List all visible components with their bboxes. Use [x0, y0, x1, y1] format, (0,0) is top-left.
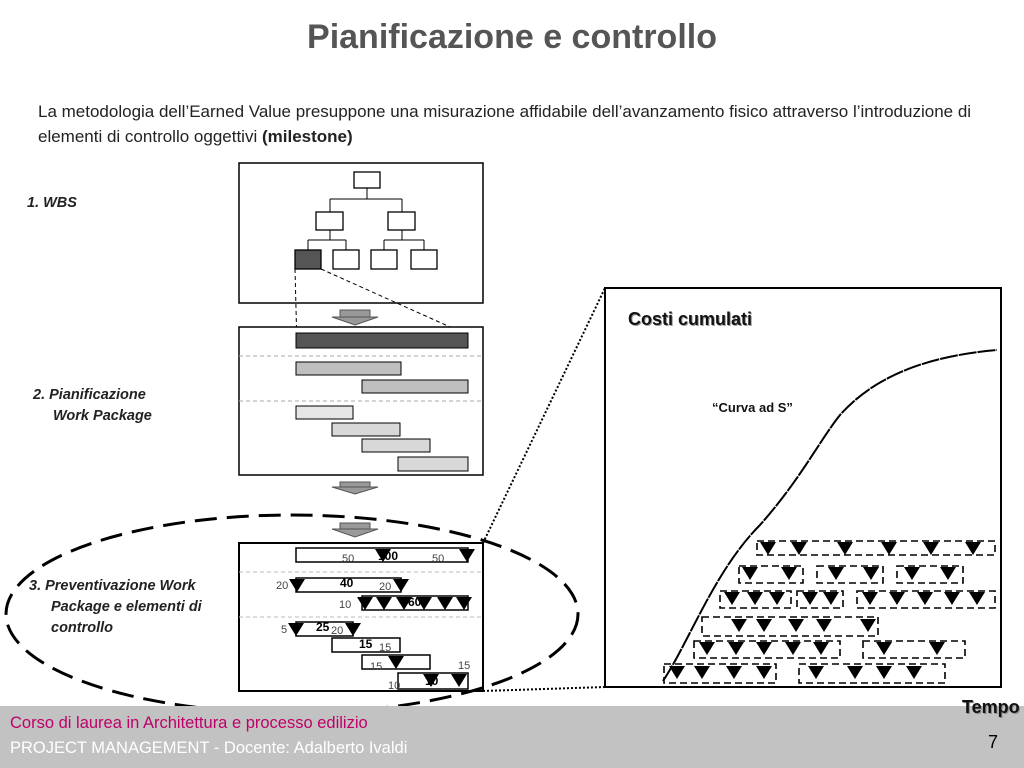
gantt-bar	[361, 438, 431, 453]
milestone-markers	[669, 542, 985, 679]
intro-paragraph: La metodologia dell’Earned Value presupp…	[38, 99, 998, 149]
wbs-leaf-node	[370, 249, 398, 270]
wbs-root-node	[353, 171, 381, 189]
gantt-box	[238, 326, 484, 476]
footer-course: Corso di laurea in Architettura e proces…	[10, 714, 368, 732]
budget-value: 10	[425, 674, 439, 688]
wbs-work-package-selected	[294, 249, 322, 270]
step-budget-label-3: controllo	[51, 620, 114, 636]
budget-value: 50	[432, 553, 444, 565]
budget-value: 100	[378, 549, 398, 563]
budget-value: 15	[379, 642, 391, 654]
gantt-bar	[331, 422, 401, 437]
flow-arrow-icon	[331, 481, 379, 495]
projection-line	[320, 268, 469, 336]
budget-value: 15	[359, 637, 373, 651]
budget-values: 50 100 50 20 40 20 10 60 5 25 20 15 15 1…	[276, 549, 470, 692]
budget-box: 50 100 50 20 40 20 10 60 5 25 20 15 15 1…	[238, 542, 484, 692]
gantt-bar	[397, 456, 469, 472]
milestone-markers	[288, 549, 475, 687]
footer-teacher: PROJECT MANAGEMENT - Docente: Adalberto …	[10, 739, 408, 757]
chart-y-label: Costi cumulati	[628, 309, 753, 329]
budget-value: 20	[331, 625, 343, 637]
s-curve-chart	[604, 287, 1002, 688]
budget-value: 5	[281, 624, 287, 636]
budget-value: 20	[276, 580, 288, 592]
gantt-bar	[361, 379, 469, 394]
gantt-summary-bar	[295, 332, 469, 349]
chart-x-label: Tempo	[962, 697, 1020, 717]
step-wbs-label: 1. WBS	[27, 195, 77, 211]
gantt-bar	[295, 405, 354, 420]
budget-value: 25	[316, 620, 330, 634]
budget-value: 20	[379, 581, 391, 593]
step-budget-label-1: 3. Preventivazione Work	[29, 578, 196, 594]
intro-text: La metodologia dell’Earned Value presupp…	[38, 102, 972, 146]
wbs-level2-node	[315, 211, 344, 231]
page-number: 7	[988, 732, 999, 752]
budget-value: 15	[458, 660, 470, 672]
zoom-connector	[482, 287, 606, 544]
budget-value: 10	[388, 680, 400, 692]
budget-value: 10	[339, 599, 351, 611]
gantt-bar	[295, 361, 402, 376]
wbs-box	[238, 162, 484, 304]
step-plan-label-2: Work Package	[53, 408, 152, 424]
flow-arrow-icon	[331, 522, 379, 538]
budget-value: 40	[340, 576, 354, 590]
zoom-connector	[482, 686, 606, 692]
s-curve-line	[662, 349, 998, 682]
budget-value: 50	[342, 553, 354, 565]
milestone-boxes	[663, 540, 996, 684]
budget-value: 15	[370, 661, 382, 673]
page-title: Pianificazione e controllo	[307, 18, 717, 56]
flow-arrow-icon	[331, 309, 379, 326]
intro-bold: (milestone)	[261, 127, 353, 146]
footer-bar	[0, 706, 1024, 768]
wbs-level2-node	[387, 211, 416, 231]
wbs-leaf-node	[410, 249, 438, 270]
wbs-leaf-node	[332, 249, 360, 270]
step-budget-label-2: Package e elementi di	[51, 599, 202, 615]
budget-value: 60	[408, 595, 422, 609]
s-curve-label: “Curva ad S”	[712, 400, 793, 415]
step-plan-label-1: 2. Pianificazione	[33, 387, 146, 403]
